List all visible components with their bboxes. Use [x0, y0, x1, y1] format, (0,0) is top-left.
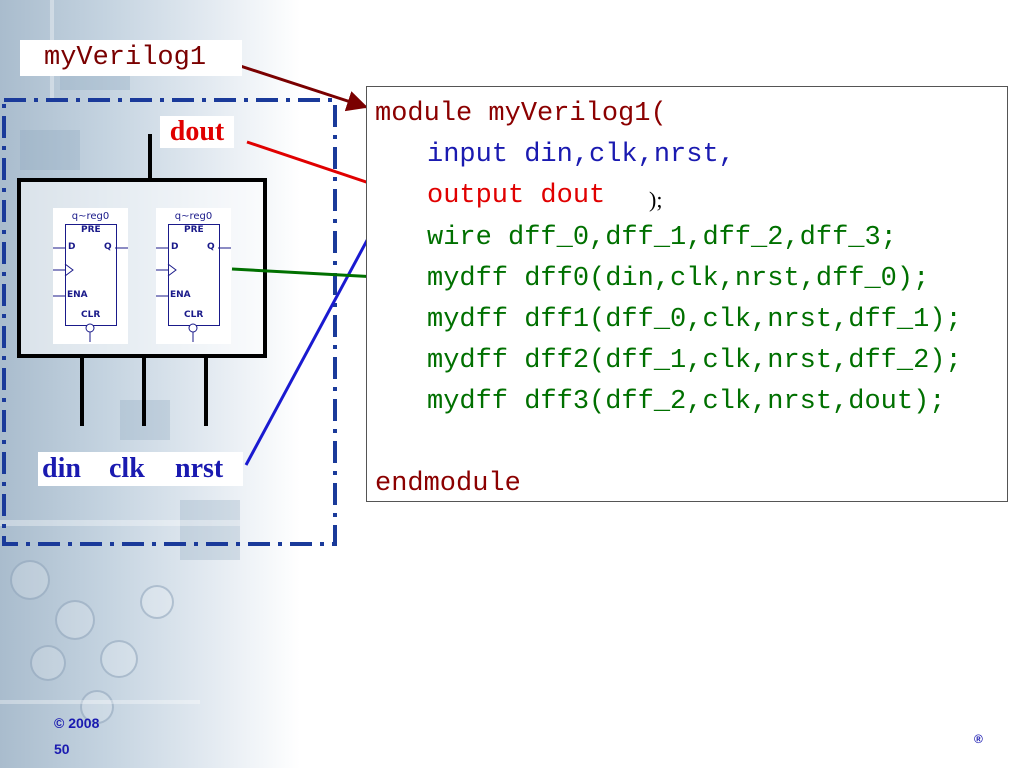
verilog-code-panel: module myVerilog1( input din,clk,nrst, o… [366, 86, 1008, 502]
code-line-output-close: ); [649, 187, 663, 212]
background-chip [55, 600, 95, 640]
output-port-label: dout [160, 116, 234, 148]
copyright-text: © 2008 [54, 715, 100, 731]
input-label-nrst: nrst [175, 453, 224, 484]
circuit-board-background [0, 0, 300, 768]
pin-q: Q [104, 242, 112, 252]
input-label-clk: clk [109, 453, 145, 484]
pin-pre: PRE [81, 225, 101, 235]
pin-clr: CLR [184, 310, 204, 320]
code-line-dff1: mydff dff1(dff_0,clk,nrst,dff_1); [427, 305, 962, 335]
pin-ena: ENA [170, 290, 191, 300]
pin-pre: PRE [184, 225, 204, 235]
code-line-endmodule: endmodule [375, 469, 521, 499]
register-pins-graphic [53, 247, 128, 342]
code-line-output: output dout [427, 181, 606, 211]
background-chip [30, 645, 66, 681]
background-chip [10, 560, 50, 600]
page-number: 50 [54, 741, 70, 757]
register-symbol-1: q~reg0 PRE D Q ENA CLR [53, 208, 128, 344]
register-name: q~reg0 [71, 211, 110, 222]
code-line-dff0: mydff dff0(din,clk,nrst,dff_0); [427, 264, 930, 294]
register-pins-graphic [156, 247, 231, 342]
input-label-din: din [42, 453, 81, 484]
code-line-input: input din,clk,nrst, [427, 140, 735, 170]
pin-d: D [171, 242, 179, 252]
pin-d: D [68, 242, 76, 252]
background-trace [0, 700, 200, 704]
background-chip [80, 690, 114, 724]
background-pad [20, 130, 80, 170]
register-name: q~reg0 [174, 211, 213, 222]
pin-ena: ENA [67, 290, 88, 300]
background-chip [100, 640, 138, 678]
background-pad [180, 500, 240, 560]
title-arrow [221, 58, 368, 112]
input-ports-label: din clk nrst [38, 452, 243, 486]
registered-mark: ® [974, 732, 983, 746]
code-line-dff3: mydff dff3(dff_2,clk,nrst,dout); [427, 387, 946, 417]
code-line-module: module myVerilog1( [375, 99, 667, 129]
pin-q: Q [207, 242, 215, 252]
background-chip [140, 585, 174, 619]
module-boundary-frame [2, 98, 337, 546]
code-line-dff2: mydff dff2(dff_1,clk,nrst,dff_2); [427, 346, 962, 376]
background-trace [0, 520, 240, 526]
pin-clr: CLR [81, 310, 101, 320]
module-name-label: myVerilog1 [20, 40, 242, 76]
code-line-wire: wire dff_0,dff_1,dff_2,dff_3; [427, 223, 897, 253]
register-symbol-2: q~reg0 PRE D Q ENA CLR [156, 208, 231, 344]
